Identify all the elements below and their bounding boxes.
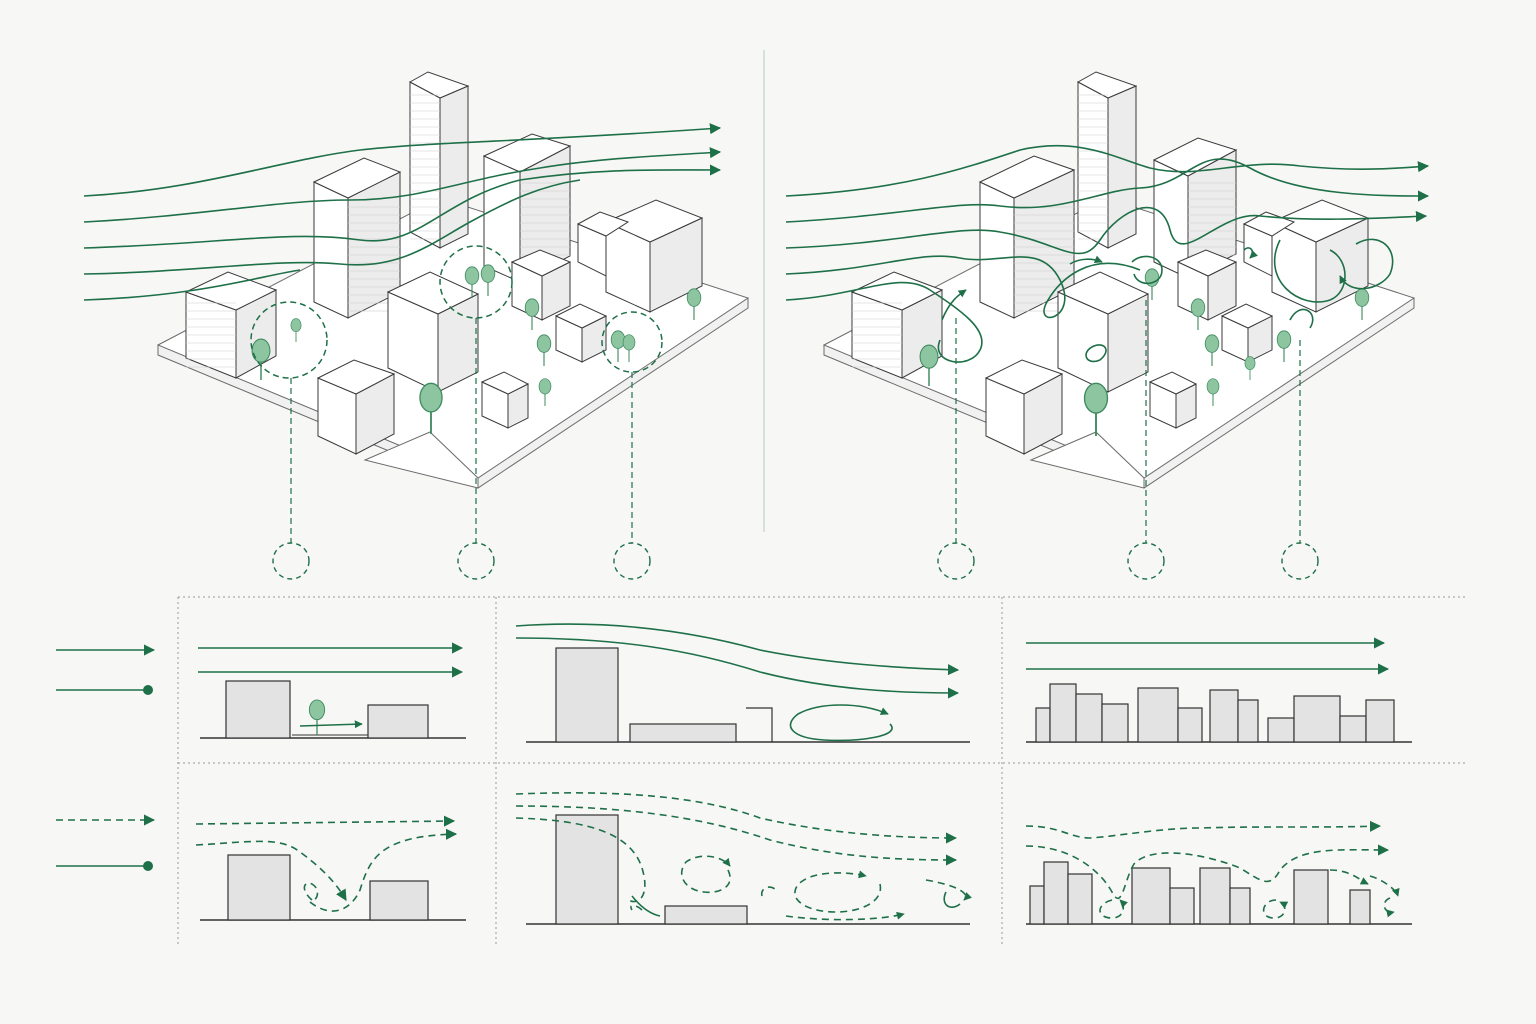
right-block-d (850, 271, 944, 379)
legend (56, 644, 156, 871)
site-ramp (1029, 431, 1145, 489)
right-tall-tower (1076, 71, 1138, 249)
left-block-a (312, 157, 402, 319)
site-ramp (363, 431, 479, 489)
left-tall-tower (408, 71, 470, 249)
left-axon-panel (83, 71, 750, 580)
left-callouts (250, 245, 663, 580)
section-r1-c1 (198, 642, 466, 739)
right-block-b (1152, 137, 1238, 279)
right-block-e (1056, 271, 1150, 393)
left-block-c (576, 199, 704, 313)
left-small-blocks (480, 249, 608, 429)
section-r2-c1 (195, 815, 466, 921)
left-block-e (386, 271, 480, 393)
section-r2-c3 (1025, 820, 1412, 925)
left-block-f (316, 359, 396, 455)
right-wind-streamlines (785, 144, 1430, 363)
section-r2-c2 (515, 792, 972, 925)
section-r1-c2 (515, 623, 970, 743)
section-r1-c3 (1026, 637, 1412, 743)
right-axon-panel (785, 71, 1430, 580)
right-callouts (937, 300, 1319, 580)
right-small-blocks (1148, 249, 1274, 429)
right-block-f (984, 359, 1064, 455)
left-wind-streamlines (83, 123, 722, 301)
